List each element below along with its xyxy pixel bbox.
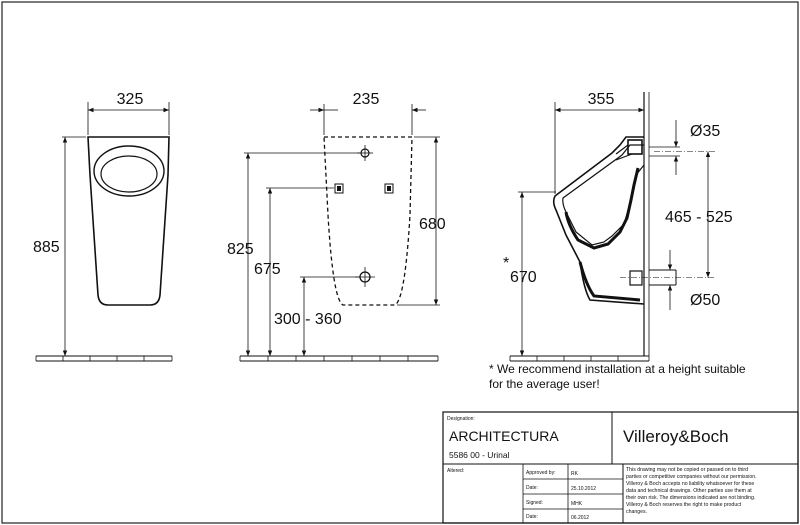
product-name: ARCHITECTURA	[449, 428, 559, 444]
urinal-side-inner	[562, 144, 645, 246]
dim-wall-680: 680	[419, 216, 446, 233]
altered-label: Altered:	[447, 468, 464, 474]
title-block	[442, 411, 799, 524]
dim-outlet-diameter: Ø50	[690, 292, 720, 309]
front-view	[35, 102, 173, 362]
side-view	[509, 92, 715, 362]
brand-logo-text: Villeroy&Boch	[623, 427, 729, 446]
dim-inlet-diameter: Ø35	[690, 123, 720, 140]
dim-front-width: 325	[117, 91, 144, 108]
product-code: 5586 00 - Urinal	[449, 450, 510, 460]
disclaimer-line-4: data and technical drawings. Other parti…	[626, 488, 752, 494]
dim-wall-825: 825	[227, 241, 254, 258]
approved-value: RK	[571, 471, 579, 477]
urinal-front-outline	[87, 136, 170, 306]
date1-label: Date:	[526, 485, 538, 491]
signed-label: Signed:	[526, 500, 543, 506]
disclaimer-line-6: Villeroy & Boch reserves the right to ma…	[626, 502, 742, 508]
urinal-front-bowl	[93, 145, 165, 197]
fixing-right	[384, 183, 394, 194]
floor-side-view	[509, 355, 650, 362]
floor-front	[35, 355, 173, 362]
dim-install-height: 670	[510, 269, 537, 286]
approved-label: Approved by:	[526, 470, 555, 476]
dim-wall-width: 235	[353, 91, 380, 108]
dim-wall-range: 300 - 360	[274, 311, 342, 328]
outlet-fitting	[629, 270, 643, 286]
date2-label: Date:	[526, 514, 538, 520]
dim-front-height: 885	[33, 239, 60, 256]
disclaimer-line-1: This drawing may not be copied or passed…	[626, 467, 748, 473]
fixing-left	[334, 183, 344, 194]
floor-wall-view	[239, 355, 439, 362]
dim-wall-675: 675	[254, 261, 281, 278]
designation-label: Designation:	[447, 416, 475, 422]
inlet-spreader	[627, 139, 643, 155]
installation-note-line1: * We recommend installation at a height …	[489, 362, 746, 376]
date1-value: 25.10.2012	[571, 486, 596, 492]
wall-view	[239, 104, 440, 362]
date2-value: 06.2012	[571, 515, 589, 521]
disclaimer-line-2: parties or competitive companies without…	[626, 474, 757, 480]
urinal-side-outline	[552, 136, 645, 305]
signed-value: MHK	[571, 501, 583, 507]
dim-side-depth: 355	[588, 91, 615, 108]
disclaimer-line-3: Villeroy & Boch accepts no liability wha…	[626, 481, 754, 487]
dim-install-mark: *	[503, 255, 509, 272]
dim-inlet-range: 465 - 525	[665, 209, 733, 226]
installation-note-line2: for the average user!	[489, 377, 600, 391]
disclaimer-line-7: changes.	[626, 509, 647, 515]
disclaimer-line-5: their own risk. The dimensions indicated…	[626, 495, 755, 501]
urinal-front-bowl-inner	[100, 155, 158, 193]
urinal-wall-outline-dashed	[323, 136, 413, 306]
